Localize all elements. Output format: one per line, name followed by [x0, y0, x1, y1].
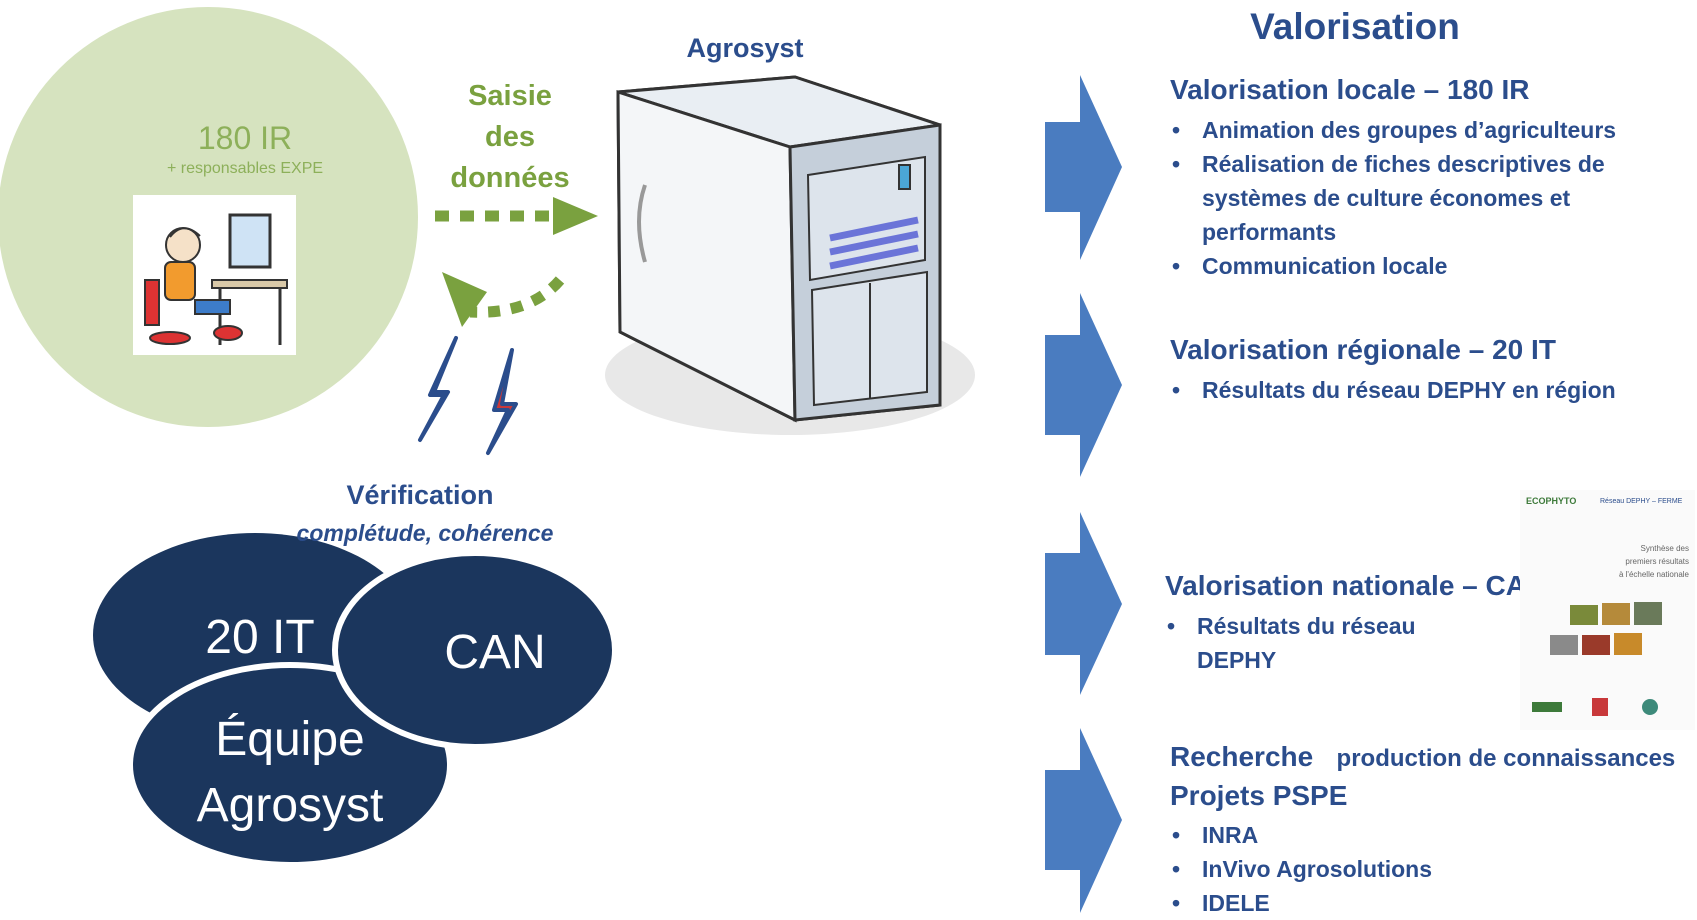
report-synthesis-line: à l'échelle nationale: [1618, 570, 1689, 579]
recherche-heading: Recherche: [1170, 741, 1314, 772]
ir-subtitle: + responsables EXPE: [166, 160, 324, 177]
recherche-list: INRA InVivo Agrosolutions IDELE: [1170, 818, 1620, 920]
data-entry-line: données: [450, 162, 570, 194]
report-synthesis: Synthèse des premiers résultats à l'éche…: [1579, 542, 1689, 581]
agrosyst-team-line: Équipe: [215, 713, 365, 766]
list-item: INRA: [1170, 818, 1620, 852]
data-entry-line: Saisie: [468, 80, 552, 112]
report-network: Réseau DEPHY – FERME: [1600, 498, 1683, 505]
verification-title: Vérification: [346, 480, 494, 510]
verification-subtitle: complétude, cohérence: [296, 520, 554, 546]
agrosyst-team-label: Équipe Agrosyst: [150, 707, 430, 839]
valorisation-locale-list: Animation des groupes d’agriculteurs Réa…: [1170, 113, 1680, 283]
valorisation-title: Valorisation: [1250, 6, 1460, 47]
report-synthesis-line: premiers résultats: [1625, 557, 1689, 566]
can-team-label: CAN: [444, 626, 546, 679]
can-team-ellipse: [332, 550, 618, 750]
person-at-computer-icon: [133, 195, 296, 355]
server-icon: [605, 75, 975, 435]
list-item: Animation des groupes d’agriculteurs: [1170, 113, 1680, 147]
lightning-icon: [418, 336, 518, 455]
dephy-report-thumbnail: ECOPHYTO Réseau DEPHY – FERME Synthèse d…: [1520, 490, 1695, 730]
list-item: Résultats du réseau DEPHY en région: [1170, 373, 1680, 407]
valorisation-locale-arrow: [1045, 75, 1122, 260]
recherche-arrow: [1045, 728, 1122, 913]
list-item: Résultats du réseau DEPHY: [1165, 609, 1465, 677]
report-brand: ECOPHYTO: [1526, 496, 1577, 506]
valorisation-nationale-title: Valorisation nationale – CAN: [1165, 570, 1547, 601]
valorisation-regionale-list: Résultats du réseau DEPHY en région: [1170, 373, 1680, 407]
list-item: Communication locale: [1170, 249, 1680, 283]
valorisation-nationale-list: Résultats du réseau DEPHY: [1165, 609, 1465, 677]
ir-count-label: 180 IR: [197, 120, 293, 156]
recherche-aside: production de connaissances: [1336, 745, 1676, 772]
feedback-arrow: [442, 272, 565, 327]
valorisation-locale-title: Valorisation locale – 180 IR: [1170, 74, 1530, 105]
data-entry-label: Saisie des données: [430, 76, 590, 199]
it-team-label: 20 IT: [205, 611, 315, 664]
recherche-subtitle: Projets PSPE: [1170, 780, 1348, 811]
data-entry-line: des: [485, 121, 535, 153]
list-item: IDELE: [1170, 886, 1620, 920]
recherche-title: Recherche production de connaissances: [1170, 741, 1675, 773]
list-item: InVivo Agrosolutions: [1170, 852, 1620, 886]
valorisation-regionale-arrow: [1045, 293, 1122, 477]
data-entry-arrow: [435, 197, 598, 235]
valorisation-regionale-title: Valorisation régionale – 20 IT: [1170, 334, 1556, 365]
report-synthesis-line: Synthèse des: [1640, 544, 1689, 553]
list-item: Réalisation de fiches descriptives de sy…: [1170, 147, 1680, 249]
report-photos-icon: [1532, 602, 1662, 716]
agrosyst-team-line: Agrosyst: [196, 779, 384, 832]
valorisation-nationale-arrow: [1045, 512, 1122, 695]
agrosyst-label: Agrosyst: [686, 33, 804, 63]
